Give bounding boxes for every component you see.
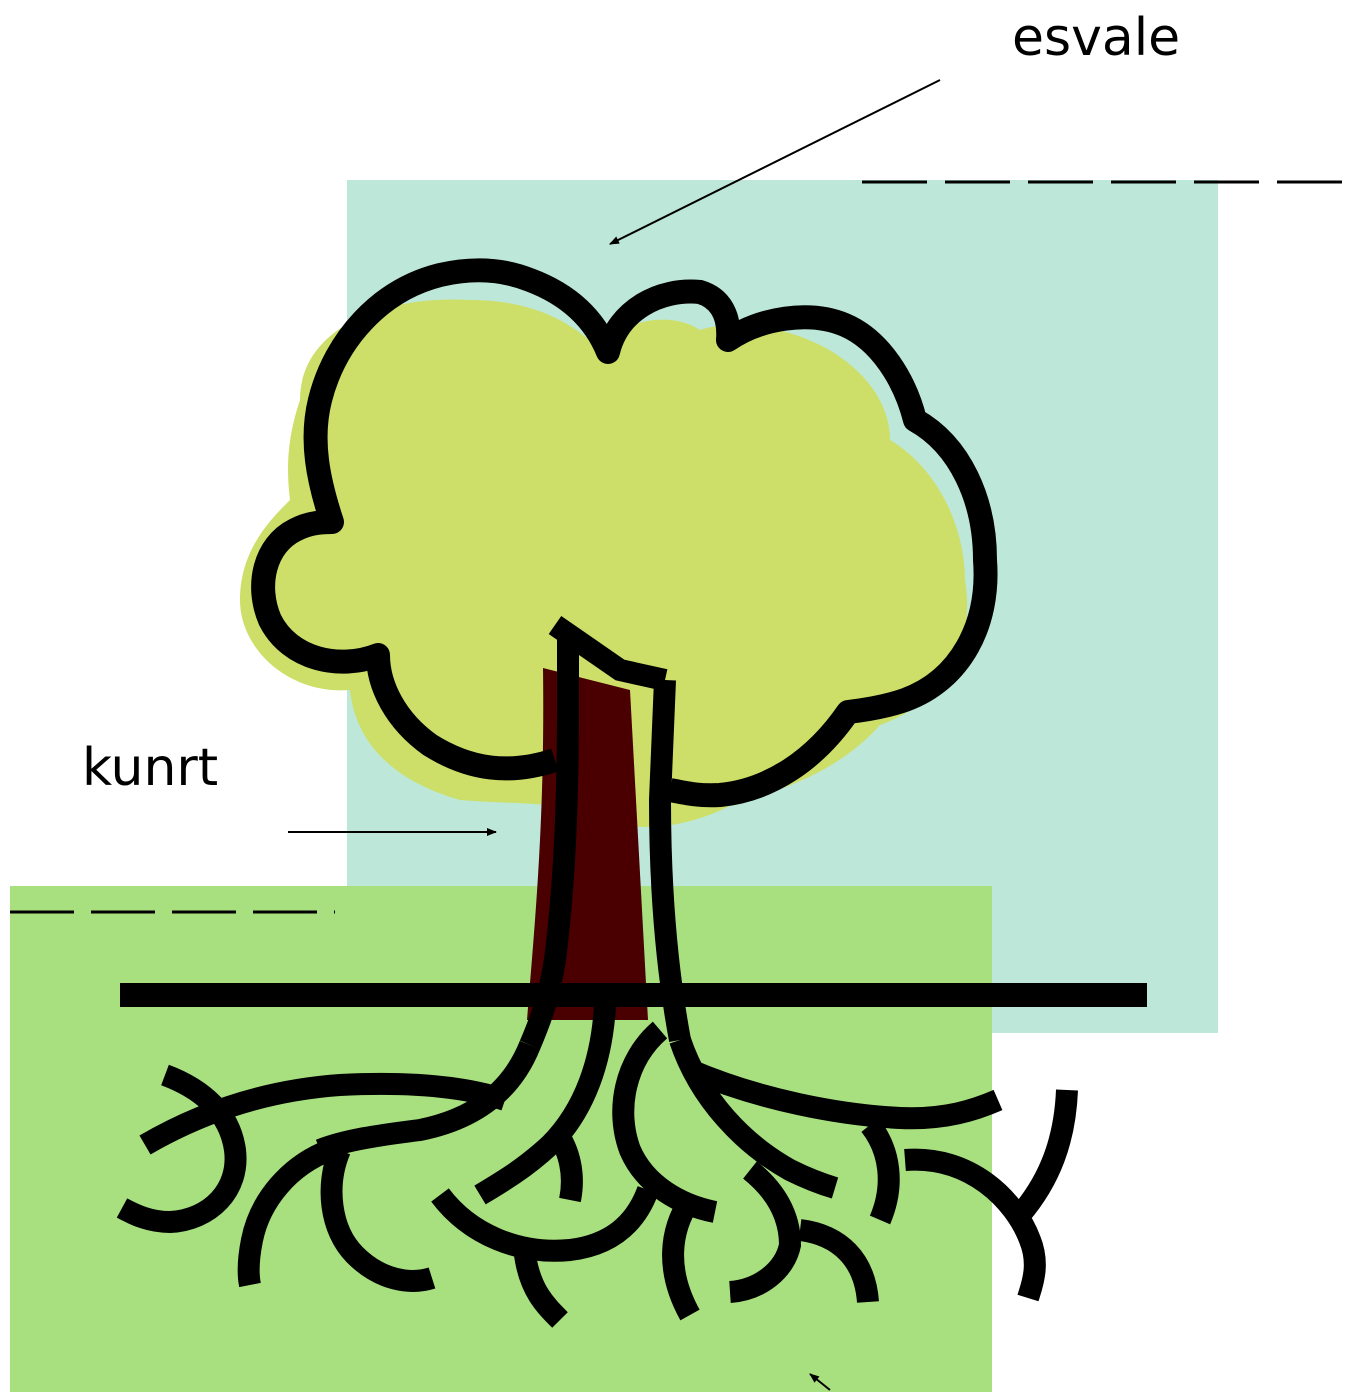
label-top: esvale [1012, 12, 1180, 64]
label-left: kunrt [82, 742, 218, 794]
